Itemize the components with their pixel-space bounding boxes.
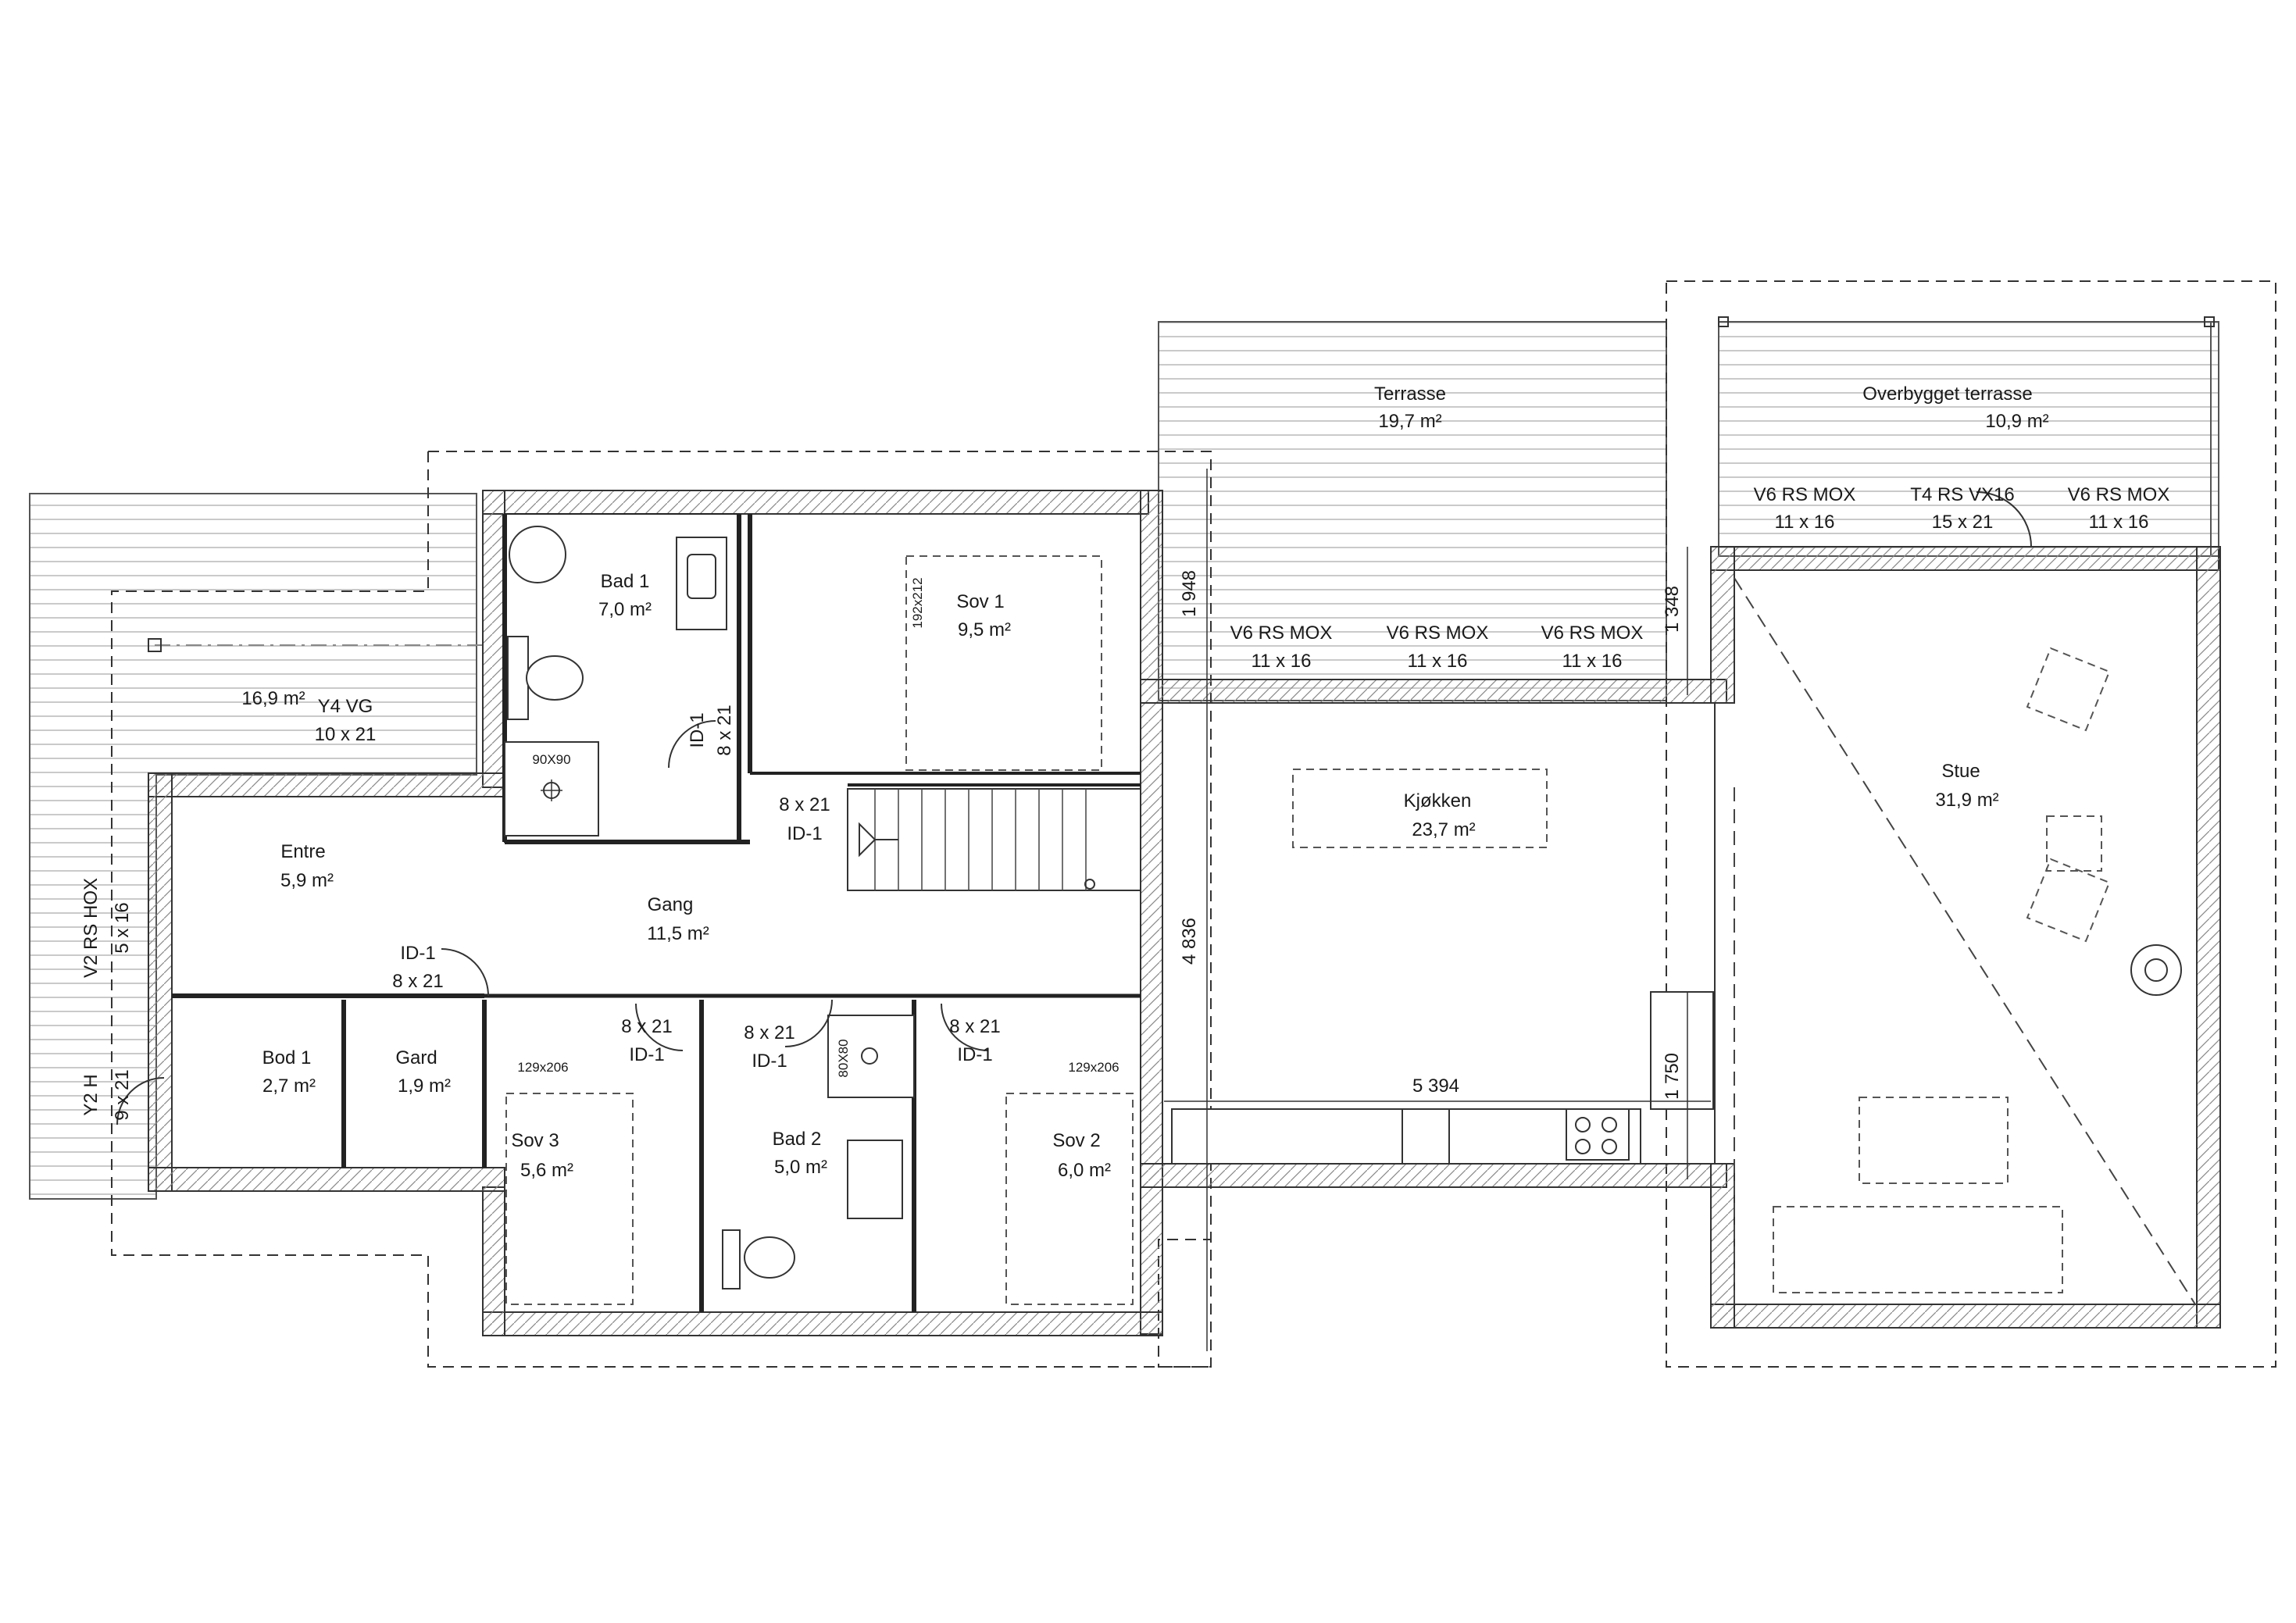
room-area-overbygget: 10,9 m² [1985,411,2048,432]
window-code-w4: V6 RS MOX [1754,484,1856,505]
room-name-terrasse: Terrasse [1374,383,1446,405]
door-id-sov3: ID-1 [629,1044,664,1065]
door-size-bad1: 8 x 21 [714,704,735,755]
room-name-bad1: Bad 1 [601,571,650,592]
dimension-1948: 1 948 [1179,570,1200,617]
dimension-1750: 1 750 [1662,1053,1683,1100]
bed-label-sov2: 129x206 [1068,1060,1119,1075]
room-name-sov2: Sov 2 [1052,1130,1100,1151]
room-area-terrasse: 19,7 m² [1378,411,1441,432]
window-code-w3: V6 RS MOX [1541,622,1644,644]
room-name-overbygget: Overbygget terrasse [1862,383,2032,405]
window-size-w1: 11 x 16 [1252,651,1312,672]
window-size-w4: 11 x 16 [1775,512,1835,533]
door-id-bad1: ID-1 [687,712,708,747]
room-area-bad2: 5,0 m² [774,1157,827,1178]
door-id-entre: ID-1 [400,943,435,964]
west-door-code: Y2 H [80,1074,102,1115]
door-id-stair: ID-1 [787,823,822,844]
door-size-entre: 8 x 21 [392,971,443,992]
door-size-sov3: 8 x 21 [621,1016,672,1037]
room-name-gang: Gang [648,894,694,915]
west-door-size: 9 x 21 [112,1069,133,1120]
dimension-4836: 4 836 [1179,918,1200,965]
room-area-entre: 5,9 m² [280,870,334,891]
window-size-w3: 11 x 16 [1562,651,1623,672]
west-window-size: 5 x 16 [112,902,133,953]
dimension-5394: 5 394 [1412,1075,1459,1097]
shower-label-bad1: 90X90 [532,752,570,767]
window-code-w1: V6 RS MOX [1230,622,1333,644]
dimension-lines [1164,469,1711,1351]
bed-label-sov1: 192x212 [910,577,925,628]
door-size-bad2: 8 x 21 [744,1022,794,1043]
window-code-w2: V6 RS MOX [1387,622,1489,644]
room-area-bad1: 7,0 m² [598,599,652,620]
window-size-w2: 11 x 16 [1408,651,1468,672]
window-size-w5: 11 x 16 [2089,512,2149,533]
room-area-kjokken: 23,7 m² [1412,819,1475,840]
room-area-bod1: 2,7 m² [262,1075,316,1097]
window-code-w5: V6 RS MOX [2068,484,2170,505]
room-name-kjokken: Kjøkken [1404,790,1472,812]
dimension-1348: 1 348 [1662,586,1683,633]
deck-area: 16,9 m² [241,688,305,709]
room-area-sov2: 6,0 m² [1058,1160,1111,1181]
door-id-bad2: ID-1 [752,1050,787,1072]
room-area-sov1: 9,5 m² [958,619,1011,640]
room-area-gang: 11,5 m² [647,923,709,944]
door-size-stair: 8 x 21 [779,794,830,815]
room-area-gard: 1,9 m² [398,1075,451,1097]
room-area-stue: 31,9 m² [1935,790,1998,811]
terrace-area [1158,280,2276,1368]
bed-label-sov3: 129x206 [517,1060,568,1075]
room-area-sov3: 5,6 m² [520,1160,573,1181]
room-name-entre: Entre [280,841,325,862]
room-name-stue: Stue [1941,761,1980,782]
fixtures [116,491,2196,1305]
door-size-sov2: 8 x 21 [949,1016,1000,1037]
room-name-sov1: Sov 1 [956,591,1004,612]
door-size-terrace: 15 x 21 [1932,512,1994,533]
door-code-terrace: T4 RS VX16 [1910,484,2014,505]
west-window-code: V2 RS HOX [80,878,102,978]
staircase [847,788,1141,891]
shower-label-bad2: 80X80 [836,1039,851,1077]
room-name-bod1: Bod 1 [262,1047,312,1068]
room-name-gard: Gard [395,1047,437,1068]
room-name-sov3: Sov 3 [511,1130,559,1151]
entry-door-size: 10 x 21 [315,724,377,745]
door-id-sov2: ID-1 [957,1044,992,1065]
room-name-bad2: Bad 2 [773,1129,822,1150]
exterior-walls [148,490,2221,1336]
entry-door-code: Y4 VG [318,696,373,717]
